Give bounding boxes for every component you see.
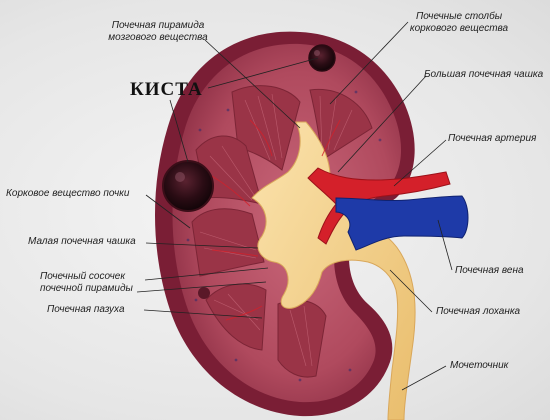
cyst-upper (308, 44, 336, 72)
cyst-main-highlight (175, 172, 185, 182)
label-pyramid: Почечная пирамида мозгового вещества (98, 20, 218, 44)
cyst-upper-highlight (314, 50, 320, 56)
label-ureter: Мочеточник (450, 360, 509, 371)
leader-lines (136, 21, 453, 391)
glomeruli-dots (186, 90, 382, 382)
cyst-label: КИСТА (130, 79, 203, 100)
label-sinus: Почечная пазуха (47, 304, 125, 315)
renal-vein-vessel (335, 195, 469, 251)
label-columns-line2: коркового вещества (409, 23, 509, 34)
renal-sinus-mark (198, 287, 210, 299)
label-pyramid-line1: Почечная пирамида (111, 20, 205, 31)
label-papilla-line1: Почечный сосочек (40, 271, 126, 282)
pyramid-striations (199, 93, 353, 367)
label-papilla: Почечный сосочек почечной пирамиды (40, 271, 133, 295)
cortical-vessels (211, 119, 341, 321)
label-vein: Почечная вена (455, 265, 524, 276)
label-major-calyx: Большая почечная чашка (424, 69, 544, 80)
label-papilla-line2: почечной пирамиды (40, 283, 133, 294)
label-cortex: Корковое вещество почки (6, 188, 130, 199)
label-pyramid-line2: мозгового вещества (108, 32, 208, 43)
label-columns: Почечные столбы коркового вещества (394, 11, 524, 35)
label-pelvis: Почечная лоханка (436, 306, 521, 317)
label-artery: Почечная артерия (448, 133, 537, 144)
label-columns-line1: Почечные столбы (415, 11, 503, 22)
cyst-main (162, 160, 214, 212)
label-minor-calyx: Малая почечная чашка (28, 236, 136, 247)
